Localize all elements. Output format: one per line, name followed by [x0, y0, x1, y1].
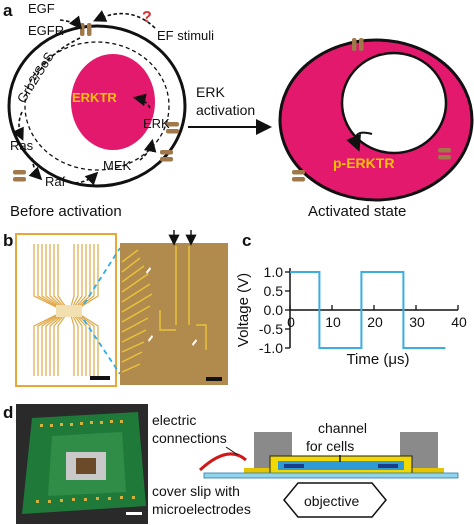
objective-label: objective — [304, 493, 359, 509]
channel-label-line1: channel — [318, 420, 367, 436]
x-tick-label: 20 — [367, 314, 383, 330]
microscope-zoom-image — [120, 243, 228, 385]
erktr-label: ERKTR — [72, 90, 117, 105]
channel-label-line2: for cells — [306, 438, 354, 454]
cover-slip-label-line1: cover slip with — [152, 483, 240, 499]
before-activation-caption: Before activation — [10, 203, 122, 220]
panel-d-label: d — [3, 403, 13, 422]
device-photo — [16, 404, 148, 524]
panel-a-label: a — [3, 1, 13, 20]
electrode-array-image — [15, 233, 117, 387]
cell-before — [7, 24, 187, 188]
receptor-icon — [160, 150, 173, 162]
scale-bar — [206, 377, 222, 381]
egf-label: EGF — [28, 1, 55, 16]
panel-c-label: c — [242, 231, 251, 250]
zoom-line-top — [83, 247, 121, 305]
mek-label: MEK — [103, 158, 132, 173]
electric-label-line1: electric — [152, 412, 196, 428]
y-tick-label: -1.0 — [259, 340, 283, 356]
raf-label: Raf — [45, 174, 66, 189]
device-cross-section — [198, 432, 459, 518]
panel-b-label: b — [3, 231, 13, 250]
scale-bar — [126, 512, 142, 515]
y-tick-label: 0.5 — [264, 283, 284, 299]
zoom-line-bottom — [83, 319, 121, 375]
nucleus-before — [71, 54, 155, 150]
x-tick-label: 40 — [451, 314, 467, 330]
voltage-series-line — [290, 271, 446, 349]
egfr-label: EGFR — [28, 23, 64, 38]
p-erktr-label: p-ERKTR — [333, 155, 394, 171]
y-axis-label: Voltage (V) — [235, 273, 252, 347]
signaling-arrows — [12, 10, 157, 186]
activated-state-caption: Activated state — [308, 203, 406, 220]
electric-pointer — [225, 446, 239, 456]
y-tick-label: 1.0 — [264, 264, 284, 280]
cover-slip-label-line2: microelectrodes — [152, 501, 251, 517]
scale-bar — [90, 376, 110, 380]
receptor-icon — [13, 170, 26, 182]
translocation-arrow — [346, 131, 373, 152]
receptor-icon — [438, 148, 451, 160]
ras-label: Ras — [10, 138, 34, 153]
x-axis-label: Time (μs) — [346, 351, 409, 368]
x-tick-label: 10 — [325, 314, 341, 330]
question-mark: ? — [142, 9, 152, 26]
y-tick-label: 0.0 — [264, 302, 284, 318]
receptor-icon — [352, 38, 364, 51]
receptor-icon — [166, 122, 179, 134]
receptor-icon — [292, 170, 305, 182]
y-tick-label: -0.5 — [259, 321, 283, 337]
erk-label: ERK — [143, 116, 170, 131]
ef-stimuli-label: EF stimuli — [157, 28, 214, 43]
arrow-label-line2: activation — [196, 102, 255, 118]
arrow-label-line1: ERK — [196, 84, 225, 100]
cell-activated — [278, 38, 474, 202]
electric-label-line2: connections — [152, 430, 227, 446]
x-tick-label: 0 — [287, 314, 295, 330]
x-tick-label: 30 — [409, 314, 425, 330]
